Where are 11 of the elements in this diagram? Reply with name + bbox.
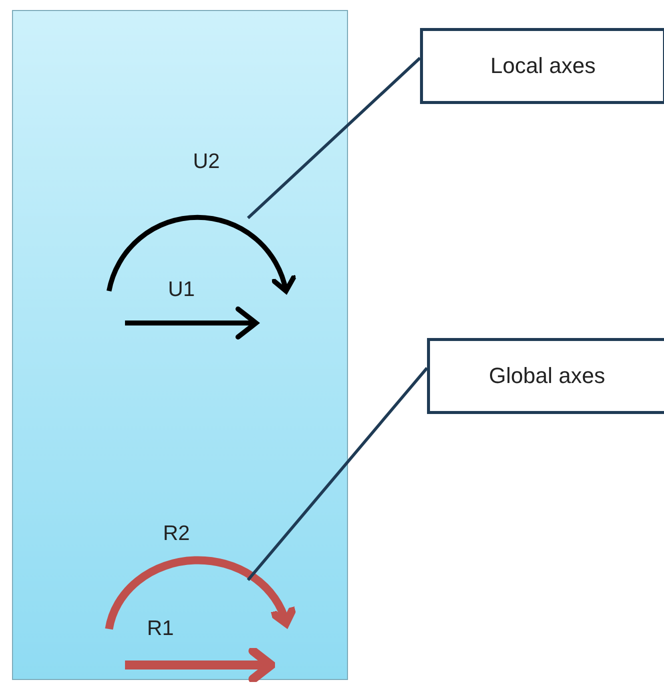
callout-box [427, 338, 664, 414]
axis-label: U1 [168, 278, 195, 302]
axis-label: R2 [163, 522, 190, 546]
callout-text: Local axes [490, 53, 596, 79]
axis-label: R1 [147, 617, 174, 641]
axis-label: U2 [193, 150, 220, 174]
panel [12, 10, 348, 680]
callout-box [420, 28, 664, 104]
leader-line [246, 56, 422, 220]
callout-text: Global axes [488, 363, 606, 389]
leader-line [246, 367, 428, 581]
